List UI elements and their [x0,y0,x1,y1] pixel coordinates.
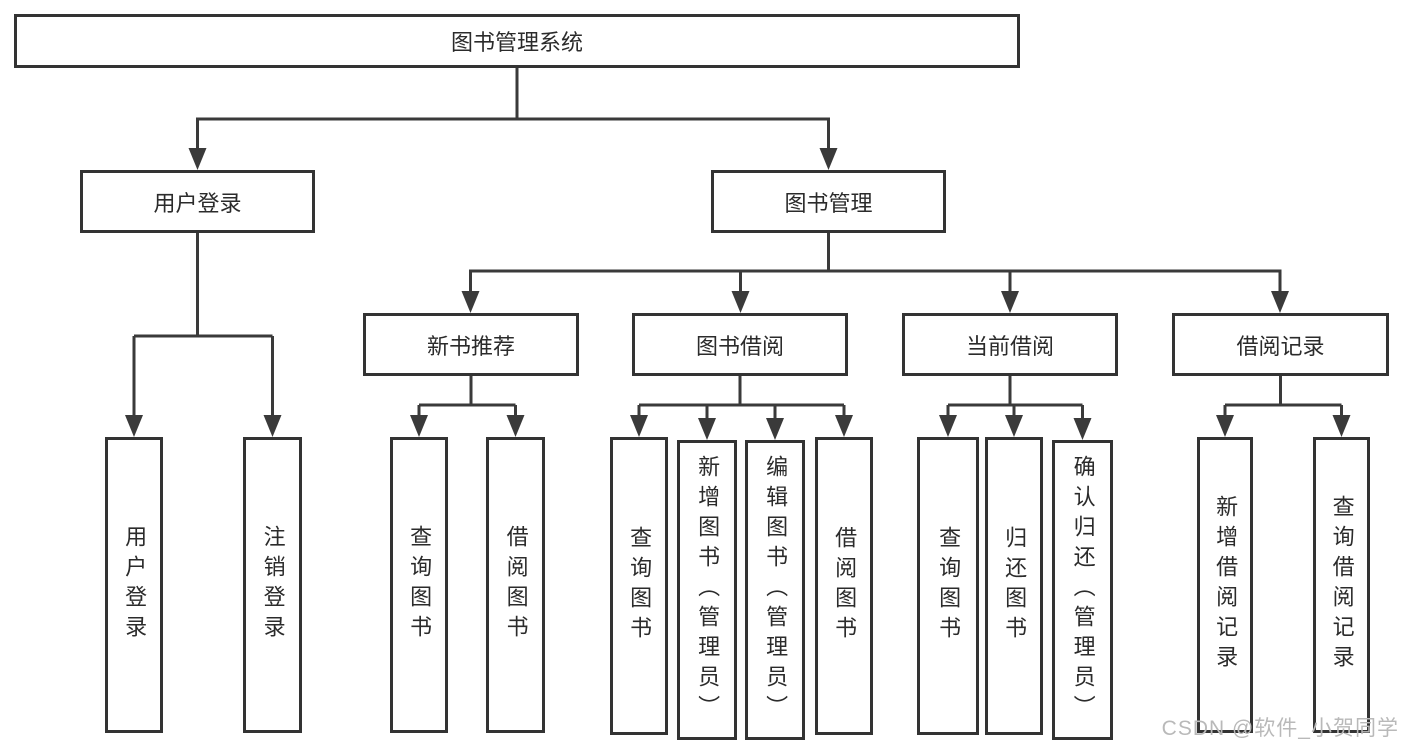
leaf-label: 查询图书 [627,526,653,646]
leaf-logout: 注销登录 [243,437,302,733]
arrowhead [1001,291,1019,313]
leaf-add-book-admin: 新增图书（管理员） [677,440,737,740]
leaf-label: 查询借阅记录 [1329,495,1355,675]
arrowhead [1073,418,1092,440]
node-borrow-records: 借阅记录 [1172,313,1389,376]
leaf-borrow-borrow-books: 借阅图书 [815,437,873,735]
arrowhead [1332,415,1351,437]
leaf-label: 编辑图书（管理员） [763,455,789,725]
node-current-borrow: 当前借阅 [902,313,1118,376]
arrowhead [410,415,428,437]
leaf-label: 借阅图书 [503,525,529,645]
arrowhead [188,148,207,170]
arrowhead [1005,415,1023,437]
arrowhead [835,415,853,437]
leaf-label: 查询图书 [936,526,962,646]
leaf-borrow-query-books: 查询图书 [610,437,668,735]
arrowhead [766,418,784,440]
arrowhead [1216,415,1234,437]
node-library-management-system: 图书管理系统 [14,14,1020,68]
arrowhead [263,415,282,437]
node-book-management: 图书管理 [711,170,946,233]
connector-paths [132,68,1343,419]
arrowhead [939,415,957,437]
arrowhead [125,415,143,437]
leaf-newbook-query-books: 查询图书 [390,437,448,733]
leaf-label: 新增图书（管理员） [695,455,721,725]
leaf-edit-book-admin: 编辑图书（管理员） [745,440,805,740]
arrowhead [1271,291,1289,313]
leaf-current-query-books: 查询图书 [917,437,979,735]
arrowhead [819,148,838,170]
leaf-add-borrow-record: 新增借阅记录 [1197,437,1253,733]
leaf-label: 借阅图书 [832,526,858,646]
node-book-borrow: 图书借阅 [632,313,848,376]
leaf-newbook-borrow-books: 借阅图书 [486,437,545,733]
arrowheads [125,148,1351,440]
leaf-label: 查询图书 [407,525,433,645]
arrowhead [461,291,480,313]
leaf-label: 确认归还（管理员） [1070,455,1096,725]
arrowhead [630,415,648,437]
leaf-user-login: 用户登录 [105,437,163,733]
leaf-label: 用户登录 [122,525,148,645]
leaf-label: 归还图书 [1002,526,1028,646]
arrowhead [698,418,716,440]
arrowhead [506,415,525,437]
leaf-label: 新增借阅记录 [1213,495,1239,675]
leaf-query-borrow-record: 查询借阅记录 [1313,437,1370,733]
leaf-confirm-return-admin: 确认归还（管理员） [1052,440,1113,740]
node-new-book-recommend: 新书推荐 [363,313,579,376]
node-user-login: 用户登录 [80,170,315,233]
leaf-label: 注销登录 [260,525,286,645]
arrowhead [731,291,750,313]
leaf-return-books: 归还图书 [985,437,1043,735]
